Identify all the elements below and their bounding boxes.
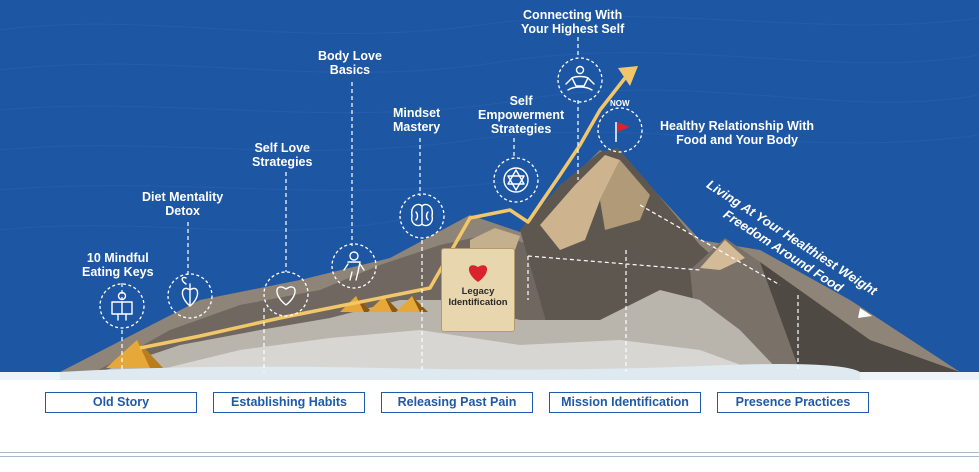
stage-mission-identification: Mission Identification — [549, 392, 701, 413]
heart-icon-ring — [263, 271, 309, 317]
leaf-heart-icon-ring — [167, 273, 213, 319]
milestone-label-self-empowerment: Self Empowerment Strategies — [478, 94, 565, 136]
sky-contours — [0, 15, 979, 231]
legacy-line1: Legacy — [461, 286, 495, 297]
milestone-label-body-love: Body Love Basics — [318, 49, 382, 77]
legacy-identification-card: Legacy Identification — [441, 248, 515, 332]
milestone-label-healthy-relationship: Healthy Relationship With Food and Your … — [660, 119, 815, 147]
stage-establishing-habits: Establishing Habits — [213, 392, 365, 413]
stage-old-story: Old Story — [45, 392, 197, 413]
peak-shadow-face — [600, 160, 650, 230]
flag-icon — [615, 122, 630, 142]
camp-triangles — [340, 296, 428, 312]
brain-icon — [410, 203, 434, 227]
heart-icon — [276, 286, 296, 306]
reading-person-icon — [111, 291, 133, 321]
heart-icon — [442, 261, 514, 286]
legacy-line2: Identification — [448, 297, 508, 308]
milestone-label-self-love: Self Love Strategies — [252, 141, 313, 169]
leader-lines — [121, 37, 799, 372]
milestone-label-diet-detox: Diet Mentality Detox — [142, 190, 224, 218]
growth-path — [139, 76, 627, 350]
body-figure-icon — [343, 251, 365, 281]
reading-person-icon-ring — [99, 283, 145, 329]
milestone-label-mindset: Mindset Mastery — [393, 106, 441, 134]
stage-releasing-past-pain: Releasing Past Pain — [381, 392, 533, 413]
flag-icon-ring — [597, 107, 643, 153]
bottom-rule — [0, 452, 979, 453]
meditation-icon — [565, 65, 595, 91]
bottom-rule-2 — [0, 456, 979, 457]
diagonal-arrow-icon — [858, 308, 872, 318]
meditation-icon-ring — [557, 57, 603, 103]
brain-icon-ring — [399, 193, 445, 239]
body-figure-icon-ring — [331, 243, 377, 289]
milestone-label-mindful-eating: 10 Mindful Eating Keys — [82, 251, 154, 279]
peak-light-face — [540, 155, 620, 250]
milestone-label-highest-self: Connecting With Your Highest Self — [521, 8, 625, 36]
stage-presence-practices: Presence Practices — [717, 392, 869, 413]
star-badge-icon — [503, 167, 529, 193]
path-arrowhead-icon — [618, 66, 638, 86]
star-badge-icon-ring — [493, 157, 539, 203]
now-label: NOW — [610, 99, 630, 108]
leaf-heart-icon — [181, 276, 199, 307]
